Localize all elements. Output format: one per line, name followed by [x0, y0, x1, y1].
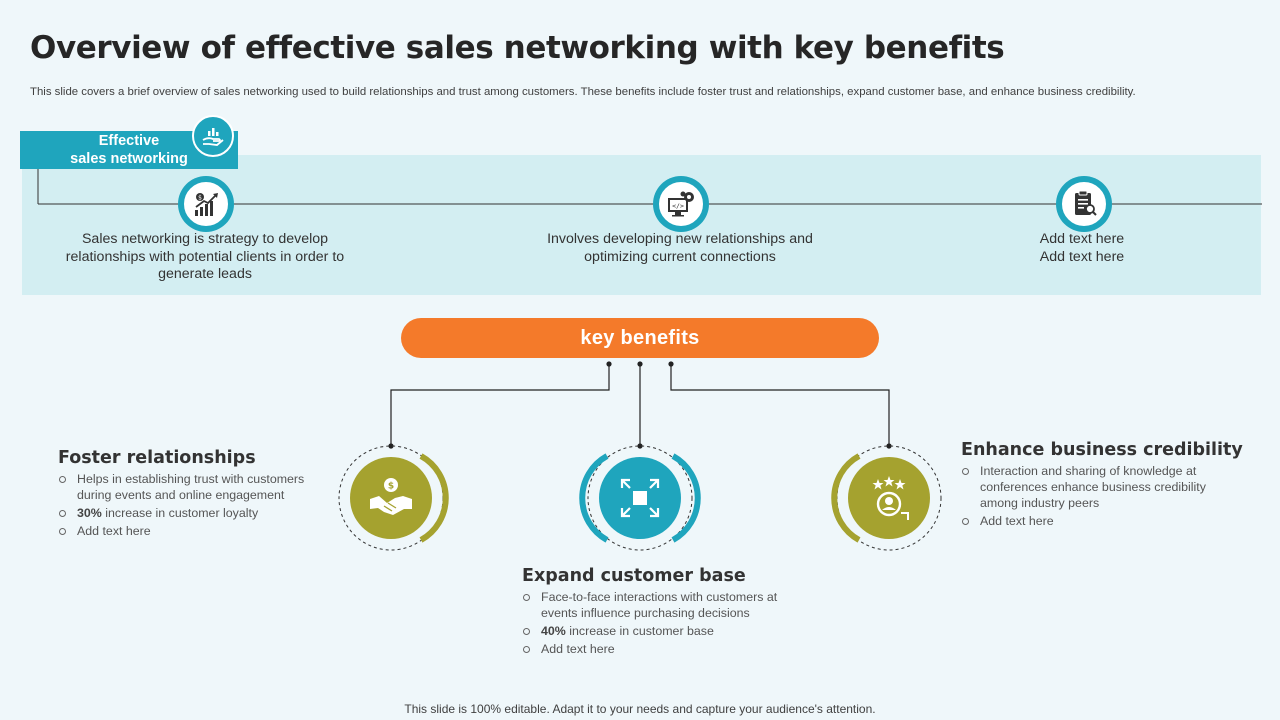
benefit-points: Face-to-face interactions with customers…: [522, 589, 812, 657]
benefit-point: Add text here: [58, 523, 308, 539]
benefit-point: 30% increase in customer loyalty: [58, 505, 308, 521]
timeline-tag-line2: sales networking: [70, 151, 188, 167]
footer-note: This slide is 100% editable. Adapt it to…: [404, 702, 876, 716]
timeline-node-2: </>: [653, 176, 709, 232]
svg-text:</>: </>: [672, 202, 684, 210]
clipboard-search-icon: [1062, 182, 1106, 226]
benefit-point: Interaction and sharing of knowledge at …: [961, 463, 1241, 511]
page-subtitle: This slide covers a brief overview of sa…: [30, 86, 1136, 98]
timeline-node-3: [1056, 176, 1112, 232]
timeline-text-2: Involves developing new relationships an…: [547, 231, 813, 265]
benefit-foster: Foster relationships Helps in establishi…: [58, 448, 308, 541]
monitor-gear-icon: </>: [659, 182, 703, 226]
timeline-band: [22, 155, 1261, 295]
benefit-circle-1: [350, 457, 432, 539]
benefit-expand: Expand customer base Face-to-face intera…: [522, 566, 812, 659]
expand-icon: [620, 478, 660, 518]
star-user-icon: [872, 476, 909, 520]
handshake-icon: $: [370, 478, 412, 515]
timeline-text-3: Add text here Add text here: [1039, 231, 1125, 265]
hand-money-icon: [192, 115, 234, 157]
timeline-text-1: Sales networking is strategy to develop …: [65, 231, 345, 282]
timeline-node-1: $: [178, 176, 234, 232]
benefit-point: Add text here: [961, 513, 1241, 529]
benefit-point: Helps in establishing trust with custome…: [58, 471, 308, 503]
svg-text:$: $: [388, 482, 394, 492]
benefit-points: Helps in establishing trust with custome…: [58, 471, 308, 539]
page-title: Overview of effective sales networking w…: [30, 30, 1005, 66]
benefit-title: Foster relationships: [58, 448, 256, 468]
key-benefits-banner: key benefits: [401, 318, 879, 358]
growth-chart-icon: $: [184, 182, 228, 226]
benefit-credibility: Enhance business credibility Interaction…: [961, 440, 1243, 531]
benefit-title: Enhance business credibility: [961, 440, 1243, 460]
svg-text:$: $: [198, 195, 202, 202]
timeline-tag-line1: Effective: [98, 133, 160, 149]
benefit-point: 40% increase in customer base: [522, 623, 812, 639]
benefit-points: Interaction and sharing of knowledge at …: [961, 463, 1241, 529]
benefit-point: Face-to-face interactions with customers…: [522, 589, 812, 621]
benefit-point: Add text here: [522, 641, 812, 657]
benefit-title: Expand customer base: [522, 566, 746, 586]
